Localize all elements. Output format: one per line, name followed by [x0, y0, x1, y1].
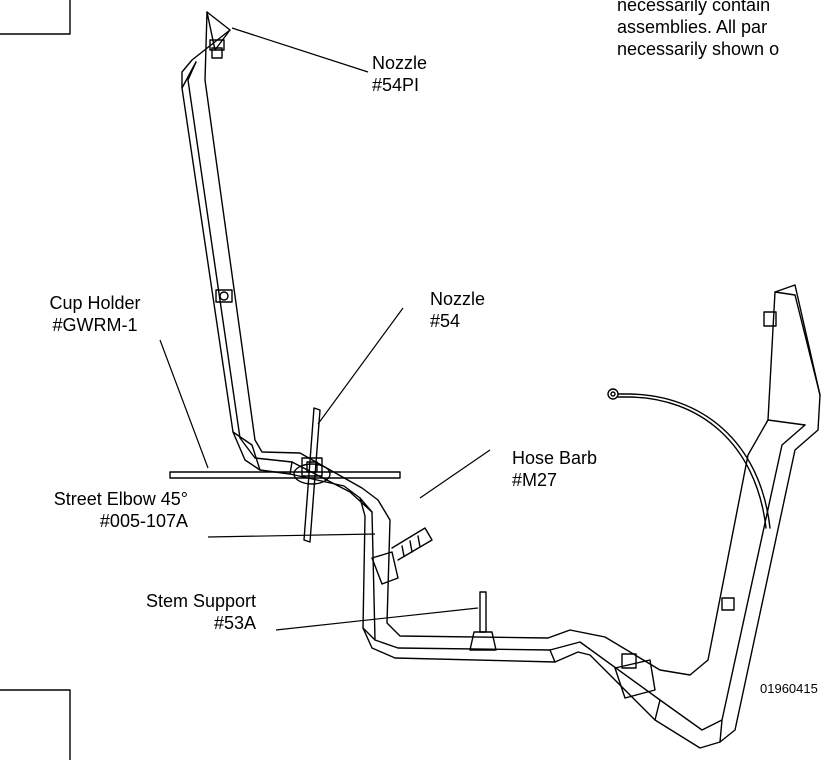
stem-support-icon — [469, 591, 497, 651]
callout-name: Hose Barb — [512, 448, 598, 468]
nozzle-54pi-icon — [209, 39, 225, 59]
callout-part: #54PI — [372, 75, 420, 95]
callout-nozzle-54pi: Nozzle #54PI — [372, 52, 427, 96]
callout-part: #M27 — [512, 470, 558, 490]
callout-name: Cup Holder — [49, 293, 141, 313]
right-nozzle-icon — [721, 311, 777, 611]
callout-street-elbow: Street Elbow 45° #005-107A — [0, 488, 188, 532]
bottom-nozzle-icon — [614, 653, 656, 699]
leader-street-elbow — [207, 533, 376, 538]
callout-hose-barb: Hose Barb #M27 — [512, 447, 597, 491]
leader-nozzle-mid — [317, 307, 404, 425]
side-nozzle-icon — [215, 289, 233, 303]
note-line: assemblies. All par — [617, 17, 768, 37]
callout-stem-support: Stem Support #53A — [60, 590, 256, 634]
page-frame-bottom-left — [0, 689, 71, 760]
leader-nozzle-top — [231, 27, 369, 73]
assembly-note: necessarily contain assemblies. All par … — [617, 0, 779, 60]
leader-cup-holder — [159, 339, 209, 469]
callout-part: #53A — [213, 613, 256, 633]
callout-name: Street Elbow 45° — [53, 489, 188, 509]
page-frame-top-left — [0, 0, 71, 35]
callout-part: #005-107A — [99, 511, 188, 531]
spray-bar-assembly — [169, 407, 401, 543]
cable-ring-terminal — [607, 388, 771, 529]
leader-hose-barb — [419, 449, 491, 499]
callout-name: Stem Support — [145, 591, 256, 611]
note-line: necessarily shown o — [617, 39, 780, 59]
drawing-number: 01960415 — [760, 681, 818, 696]
note-line: necessarily contain — [617, 0, 771, 15]
callout-name: Nozzle — [430, 289, 486, 309]
leader-stem-support — [275, 607, 479, 631]
callout-nozzle-54: Nozzle #54 — [430, 288, 485, 332]
callout-part: #GWRM-1 — [52, 315, 138, 335]
callout-name: Nozzle — [372, 53, 428, 73]
callout-part: #54 — [430, 311, 461, 331]
boom-tube — [181, 11, 821, 749]
hose-barb-icon — [371, 527, 433, 585]
callout-cup-holder: Cup Holder #GWRM-1 — [20, 292, 170, 336]
